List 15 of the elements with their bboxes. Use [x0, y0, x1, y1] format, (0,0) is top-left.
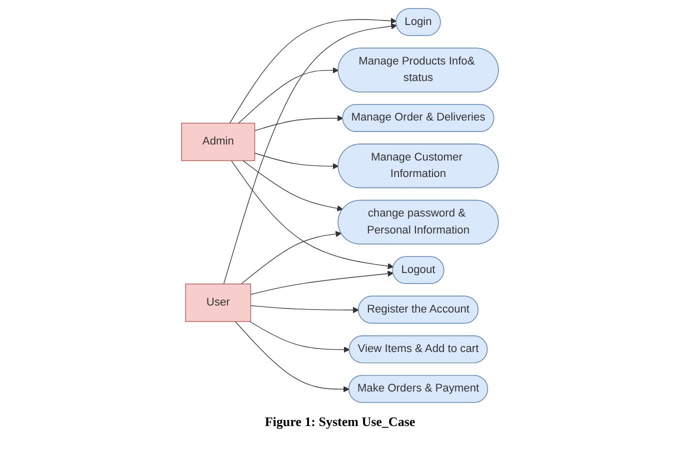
arrow [254, 114, 344, 131]
arrow [249, 320, 350, 352]
figure-caption: Figure 1: System Use_Case [264, 414, 416, 430]
arrow [238, 66, 339, 124]
arrow [234, 320, 350, 392]
arrow [231, 160, 394, 269]
arrow [250, 304, 360, 313]
node-box: Admin [181, 122, 256, 161]
arrow [240, 230, 342, 284]
node-box: User [185, 283, 252, 322]
arrow [250, 270, 394, 294]
arrow [223, 22, 398, 284]
arrow [242, 160, 344, 211]
arrow [254, 152, 339, 169]
arrow [229, 17, 397, 124]
